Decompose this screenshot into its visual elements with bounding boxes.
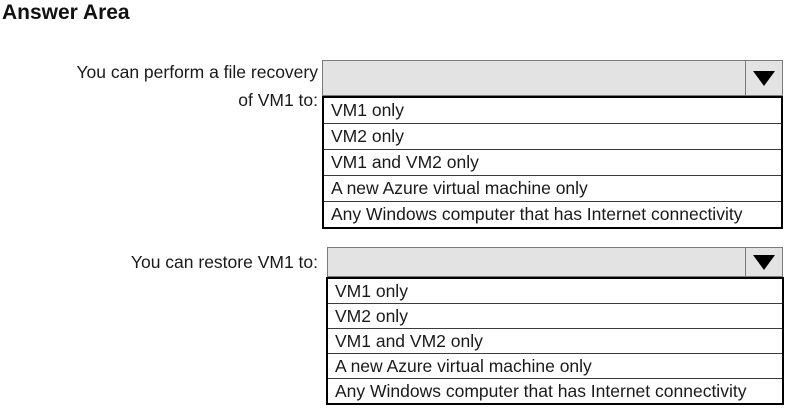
dropdown-option[interactable]: VM2 only [324, 123, 781, 149]
question-label-line: You can perform a file recovery [76, 62, 318, 82]
dropdown-option[interactable]: VM1 and VM2 only [328, 328, 782, 353]
dropdown-option[interactable]: Any Windows computer that has Internet c… [324, 201, 781, 227]
question-label-line: You can restore VM1 to: [130, 252, 318, 272]
dropdown-arrow-button[interactable] [745, 248, 782, 276]
dropdown-option[interactable]: VM1 and VM2 only [324, 149, 781, 175]
triangle-down-icon [753, 254, 775, 270]
question-label-line: of VM1 to: [238, 90, 318, 110]
dropdown-selected-value [328, 248, 745, 276]
dropdown-file-recovery[interactable] [322, 60, 783, 96]
dropdown-option[interactable]: A new Azure virtual machine only [328, 353, 782, 378]
dropdown-option[interactable]: Any Windows computer that has Internet c… [328, 378, 782, 403]
dropdown-arrow-button[interactable] [745, 61, 782, 95]
dropdown-option[interactable]: VM2 only [328, 303, 782, 328]
triangle-down-icon [753, 70, 775, 86]
page-title: Answer Area [2, 1, 130, 24]
dropdown-option[interactable]: VM1 only [335, 281, 408, 301]
question-label-restore: You can restore VM1 to: [0, 248, 318, 276]
dropdown-selected-value [323, 61, 745, 95]
dropdown-option[interactable]: A new Azure virtual machine only [324, 175, 781, 201]
dropdown-restore[interactable] [327, 247, 783, 277]
dropdown-option[interactable]: VM1 only [331, 100, 404, 120]
question-label-file-recovery: You can perform a file recovery of VM1 t… [0, 58, 318, 114]
